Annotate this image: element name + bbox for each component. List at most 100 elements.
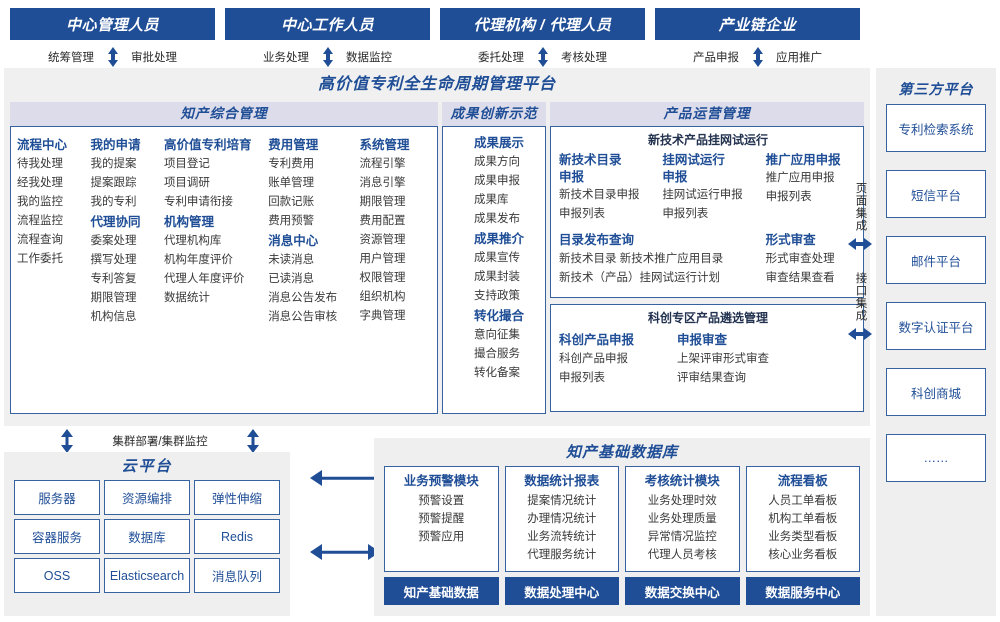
menu-item[interactable]: 专利答复 [90, 273, 137, 285]
menu-item[interactable]: 流程监控 [17, 215, 63, 227]
cloud-cell-elasticsearch[interactable]: Elasticsearch [104, 558, 190, 593]
database-card-item[interactable]: 代理人员考核 [647, 549, 717, 561]
database-card-header: 流程看板 [777, 474, 828, 488]
menu-item[interactable]: 费用预警 [268, 215, 315, 227]
menu-item[interactable]: 消息公告审核 [268, 311, 338, 323]
cloud-cell-autoscaling[interactable]: 弹性伸缩 [194, 480, 280, 515]
database-card-item[interactable]: 人员工单看板 [768, 495, 838, 507]
third-party-item-more[interactable]: …… [886, 434, 986, 482]
database-footer-button[interactable]: 数据交换中心 [625, 577, 740, 605]
database-footer-button[interactable]: 数据处理中心 [504, 577, 619, 605]
menu-item[interactable]: 形式审查处理 [765, 253, 835, 265]
menu-item[interactable]: 消息公告发布 [268, 292, 338, 304]
menu-item[interactable]: 撰写处理 [90, 254, 137, 266]
cloud-cell-container[interactable]: 容器服务 [14, 519, 100, 554]
menu-item[interactable]: 挂网试运行申报 [662, 189, 743, 201]
menu-item[interactable]: 支持政策 [473, 290, 520, 302]
menu-item[interactable]: 项目登记 [163, 158, 210, 170]
menu-item[interactable]: 字典管理 [359, 310, 406, 322]
database-card-item[interactable]: 业务处理质量 [647, 513, 717, 525]
menu-item[interactable]: 专利申请衔接 [163, 196, 233, 208]
database-card-item[interactable]: 业务流转统计 [527, 531, 597, 543]
menu-item[interactable]: 申报列表 [559, 372, 605, 384]
menu-item[interactable]: 消息引擎 [359, 177, 406, 189]
menu-item[interactable]: 新技术目录申报 [559, 189, 640, 201]
menu-item[interactable]: 意向征集 [473, 329, 520, 341]
menu-item[interactable]: 数据统计 [163, 292, 210, 304]
menu-item[interactable]: 转化备案 [473, 367, 520, 379]
database-card-item[interactable]: 机构工单看板 [768, 513, 838, 525]
database-card-item[interactable]: 代理服务统计 [527, 549, 597, 561]
menu-item[interactable]: 新技术（产品）挂网试运行计划 [559, 272, 720, 284]
menu-item[interactable]: 代理机构库 [163, 235, 222, 247]
menu-item[interactable]: 成果方向 [473, 156, 520, 168]
menu-item[interactable]: 撮合服务 [473, 348, 520, 360]
menu-item[interactable]: 成果发布 [473, 213, 520, 225]
menu-item[interactable]: 新技术目录 新技术推广应用目录 [559, 253, 724, 265]
cloud-cell-database[interactable]: 数据库 [104, 519, 190, 554]
database-card-item[interactable]: 业务处理时效 [647, 495, 717, 507]
database-footer-button[interactable]: 数据服务中心 [745, 577, 860, 605]
menu-item[interactable]: 账单管理 [268, 177, 315, 189]
menu-column: 费用管理 专利费用 账单管理 回款记账 费用预警 消息中心 未读消息 已读消息 … [268, 135, 359, 407]
menu-item[interactable]: 流程查询 [17, 234, 63, 246]
menu-item[interactable]: 委案处理 [90, 235, 137, 247]
database-card-item[interactable]: 提案情况统计 [527, 495, 597, 507]
menu-item[interactable]: 费用配置 [359, 215, 406, 227]
menu-item[interactable]: 成果申报 [473, 175, 520, 187]
menu-item[interactable]: 机构信息 [90, 311, 137, 323]
cloud-cell-server[interactable]: 服务器 [14, 480, 100, 515]
menu-item[interactable]: 机构年度评价 [163, 254, 233, 266]
menu-item[interactable]: 专利费用 [268, 158, 315, 170]
menu-item[interactable]: 期限管理 [359, 196, 406, 208]
menu-item[interactable]: 经我处理 [17, 177, 63, 189]
menu-item[interactable]: 项目调研 [163, 177, 210, 189]
cloud-cell-orchestration[interactable]: 资源编排 [104, 480, 190, 515]
third-party-item-sms[interactable]: 短信平台 [886, 170, 986, 218]
menu-item[interactable]: 成果封装 [473, 271, 520, 283]
menu-item[interactable]: 上架评审形式审查 [677, 353, 769, 365]
menu-item[interactable]: 申报列表 [765, 191, 812, 203]
menu-item[interactable]: 我的专利 [90, 196, 137, 208]
menu-item[interactable]: 流程引擎 [359, 158, 406, 170]
menu-item[interactable]: 推广应用申报 [765, 172, 835, 184]
third-party-item-email[interactable]: 邮件平台 [886, 236, 986, 284]
cloud-cell-redis[interactable]: Redis [194, 519, 280, 554]
menu-item[interactable]: 回款记账 [268, 196, 315, 208]
database-card-item[interactable]: 预警提醒 [418, 513, 465, 525]
database-card-item[interactable]: 预警应用 [418, 531, 465, 543]
database-card-item[interactable]: 办理情况统计 [527, 513, 597, 525]
menu-item[interactable]: 我的监控 [17, 196, 63, 208]
third-party-item-innovation-mall[interactable]: 科创商城 [886, 368, 986, 416]
menu-item[interactable]: 资源管理 [359, 234, 406, 246]
menu-item[interactable]: 用户管理 [359, 253, 406, 265]
menu-item[interactable]: 权限管理 [359, 272, 406, 284]
menu-item[interactable]: 我的提案 [90, 158, 137, 170]
group-comprehensive: 知产综合管理 流程中心 待我处理 经我处理 我的监控 流程监控 流程查询 工作委… [10, 102, 438, 414]
database-card-item[interactable]: 预警设置 [418, 495, 465, 507]
database-card-item[interactable]: 业务类型看板 [768, 531, 838, 543]
menu-item[interactable]: 待我处理 [17, 158, 63, 170]
menu-item[interactable]: 代理人年度评价 [163, 273, 245, 285]
menu-item[interactable]: 组织机构 [359, 291, 406, 303]
menu-item[interactable]: 期限管理 [90, 292, 137, 304]
menu-item[interactable]: 审查结果查看 [765, 272, 835, 284]
menu-item[interactable]: 申报列表 [662, 208, 709, 220]
menu-item[interactable]: 已读消息 [268, 273, 315, 285]
menu-item[interactable]: 成果库 [473, 194, 509, 206]
cloud-cell-message-queue[interactable]: 消息队列 [194, 558, 280, 593]
menu-item[interactable]: 工作委托 [17, 253, 63, 265]
menu-item[interactable]: 科创产品申报 [559, 353, 628, 365]
third-party-item-patent-search[interactable]: 专利检索系统 [886, 104, 986, 152]
menu-item[interactable]: 评审结果查询 [677, 372, 746, 384]
cloud-cell-oss[interactable]: OSS [14, 558, 100, 593]
database-card-item[interactable]: 核心业务看板 [768, 549, 838, 561]
menu-item[interactable]: 成果宣传 [473, 252, 520, 264]
database-footer-button[interactable]: 知产基础数据 [384, 577, 499, 605]
third-party-item-digital-cert[interactable]: 数字认证平台 [886, 302, 986, 350]
integration-api: 接口集成 [848, 272, 872, 340]
database-card-item[interactable]: 异常情况监控 [647, 531, 717, 543]
menu-item[interactable]: 申报列表 [559, 208, 605, 220]
menu-item[interactable]: 未读消息 [268, 254, 315, 266]
menu-item[interactable]: 提案跟踪 [90, 177, 137, 189]
